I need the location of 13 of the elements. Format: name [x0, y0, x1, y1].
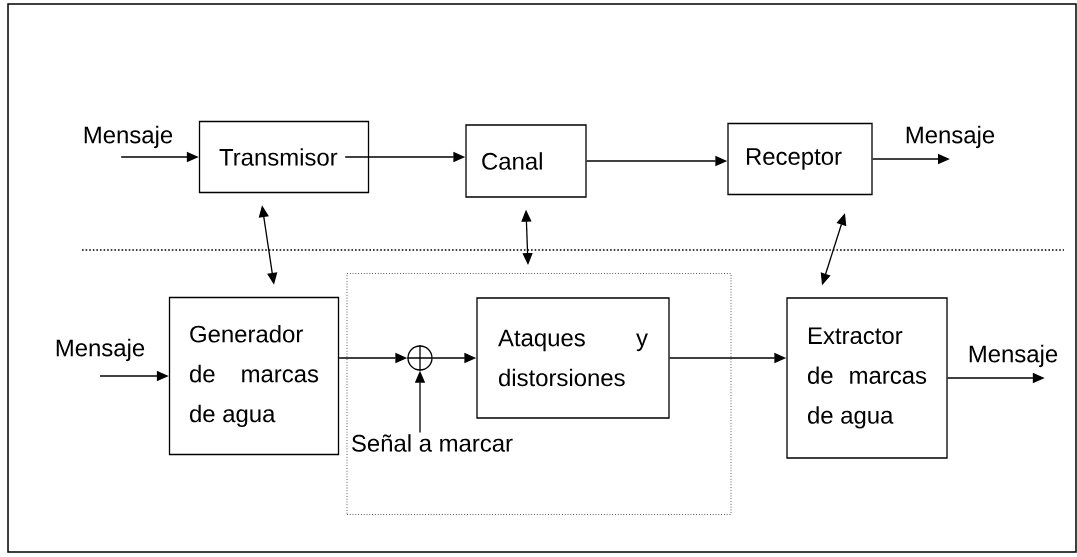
- process-box: Transmisor: [198, 120, 370, 194]
- dotted-region-box: [346, 273, 732, 515]
- process-box: Extractor de marcas de agua: [786, 297, 948, 459]
- process-box: Generador de marcas de agua: [168, 296, 340, 456]
- input-label: Mensaje: [56, 338, 145, 362]
- signal-label: Señal a marcar: [352, 434, 513, 452]
- output-label: Mensaje: [906, 125, 995, 149]
- input-label: Mensaje: [84, 125, 173, 149]
- summing-junction: [406, 344, 434, 372]
- output-label: Mensaje: [969, 344, 1058, 368]
- process-box: Ataques y distorsiones: [476, 297, 670, 419]
- process-box: Canal: [465, 124, 587, 198]
- process-box: Receptor: [727, 122, 873, 196]
